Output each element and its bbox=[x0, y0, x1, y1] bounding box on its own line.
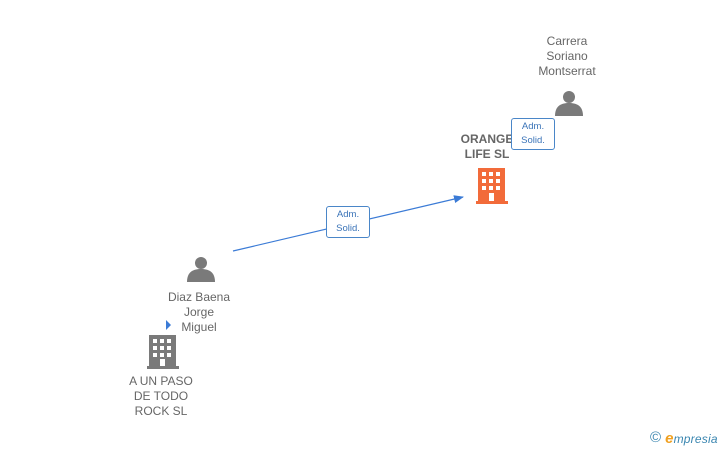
copyright-icon: © bbox=[650, 429, 662, 446]
node-label-a-un-paso-de-todo-rock-sl[interactable]: A UN PASO DE TODO ROCK SL bbox=[129, 374, 193, 418]
brand-rest: mpresia bbox=[673, 431, 718, 446]
building-icon[interactable] bbox=[476, 168, 508, 204]
brand-name: empresia bbox=[665, 430, 718, 447]
empresia-watermark[interactable]: © empresia bbox=[650, 429, 718, 447]
person-icon[interactable] bbox=[555, 91, 583, 116]
node-label-orange-life-sl[interactable]: ORANGE LIFE SL bbox=[460, 132, 514, 161]
expand-arrow-icon[interactable] bbox=[166, 320, 171, 330]
edge-label-adm-solid[interactable]: Adm. Solid. bbox=[326, 206, 370, 238]
person-icon[interactable] bbox=[187, 257, 215, 282]
node-label-diaz-baena-jorge-miguel[interactable]: Diaz Baena Jorge Miguel bbox=[167, 290, 231, 334]
edge-label-adm-solid[interactable]: Adm. Solid. bbox=[511, 118, 555, 150]
brand-initial: e bbox=[665, 429, 674, 447]
node-label-carrera-soriano-montserrat[interactable]: Carrera Soriano Montserrat bbox=[538, 34, 596, 78]
building-icon[interactable] bbox=[147, 335, 179, 369]
